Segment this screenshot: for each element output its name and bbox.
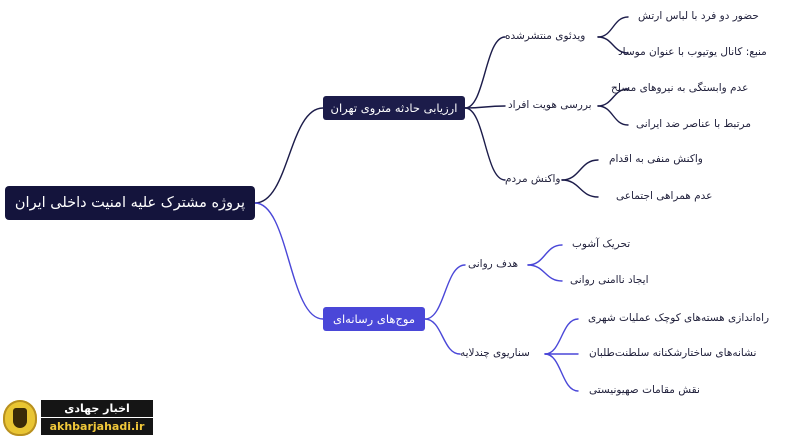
node-psychological-goal: هدف روانی: [468, 258, 519, 270]
node-published-video: ویدئوی منتشرشده: [505, 30, 586, 42]
edge-identity-leaf1: [597, 88, 629, 107]
emblem-icon: [3, 400, 37, 436]
watermark-logo: اخبار جهادی akhbarjahadi.ir: [3, 400, 155, 436]
leaf-zionist-officials: نقش مقامات صهیونیستی: [589, 384, 700, 396]
leaf-urban-cells: راه‌اندازی هسته‌های کوچک عملیات شهری: [588, 312, 770, 324]
edge-root-media: [254, 202, 324, 320]
edge-goal-leaf1: [527, 244, 563, 266]
leaf-monarchist-signs: نشانه‌های ساختارشکنانه سلطنت‌طلبان: [589, 347, 757, 359]
logo-text-en: akhbarjahadi.ir: [41, 418, 153, 435]
edge-video-leaf1: [597, 16, 629, 38]
leaf-psychological-insecurity: ایجاد ناامنی روانی: [570, 274, 649, 286]
edge-video-leaf2: [597, 36, 629, 54]
edge-metro-reaction: [464, 107, 506, 181]
branch-media-waves: موج‌های رسانه‌ای: [323, 307, 425, 331]
edge-media-goal: [424, 264, 466, 320]
leaf-incite-riot: تحریک آشوب: [572, 238, 631, 250]
node-public-reaction: واکنش مردم: [505, 173, 561, 185]
edge-scenario-leaf3: [544, 353, 579, 392]
edge-identity-leaf2: [597, 105, 629, 126]
edge-media-scenario: [424, 318, 461, 355]
leaf-anti-iran-elements: مرتبط با عناصر ضد ایرانی: [636, 118, 751, 130]
logo-text-fa: اخبار جهادی: [41, 400, 153, 417]
node-identity-check: بررسی هویت افراد: [508, 99, 592, 111]
edge-reaction-leaf2: [561, 179, 599, 198]
branch-metro-incident: ارزیابی حادثه متروی تهران: [323, 96, 465, 120]
leaf-youtube-source: منبع: کانال یوتیوب با عنوان موساد: [618, 46, 767, 58]
edge-reaction-leaf1: [561, 159, 599, 181]
edge-goal-leaf2: [527, 264, 563, 282]
leaf-no-armed-forces: عدم وابستگی به نیروهای مسلح: [611, 82, 749, 94]
edge-root-metro: [254, 107, 324, 204]
edge-scenario-leaf1: [544, 318, 579, 355]
leaf-army-uniform: حضور دو فرد با لباس ارتش: [638, 10, 759, 22]
edge-metro-video: [464, 36, 506, 109]
root-node: پروژه مشترک علیه امنیت داخلی ایران: [5, 186, 255, 220]
leaf-negative-reaction: واکنش منفی به اقدام: [609, 153, 703, 165]
leaf-no-social-support: عدم همراهی اجتماعی: [616, 190, 713, 202]
node-multilayer-scenario: سناریوی چندلایه: [460, 347, 530, 359]
edge-metro-identity: [464, 105, 506, 109]
